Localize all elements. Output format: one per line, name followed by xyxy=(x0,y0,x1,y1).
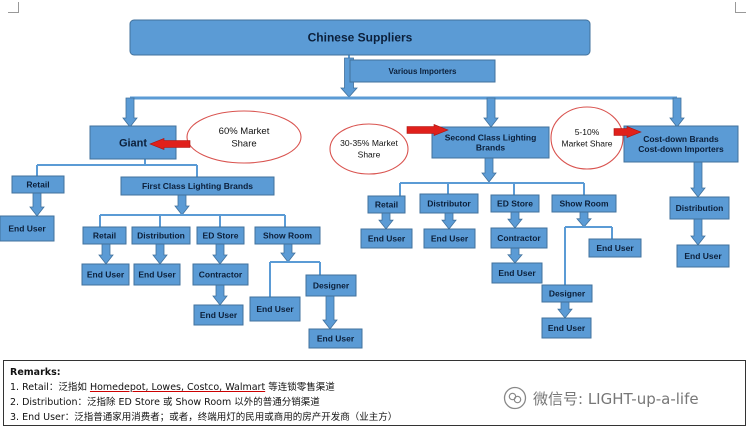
second-class-contractor-end-user-node: End User xyxy=(491,262,543,284)
second-class-show-room-node-label: Show Room xyxy=(559,198,609,208)
first-class-contractor-node-label: Contractor xyxy=(199,269,243,279)
second-class-show-room-end-user-node: End User xyxy=(588,238,642,258)
first-class-ed-store-node-label: ED Store xyxy=(203,230,239,240)
first-class-show-room-node-label: Show Room xyxy=(263,230,313,240)
wechat-id: 微信号: LIGHT-up-a-life xyxy=(533,389,699,408)
first-class-distribution-end-user-node-label: End User xyxy=(138,269,176,279)
second-class-distributor-node-label: Distributor xyxy=(427,198,471,208)
giant-end-user-node-label: End User xyxy=(8,223,46,233)
first-class-contractor-node: Contractor xyxy=(192,263,249,286)
second-class-show-room-end-user-node-label: End User xyxy=(596,243,634,253)
cost-down-end-user-node: End User xyxy=(676,244,730,268)
second-class-contractor-node: Contractor xyxy=(490,227,548,249)
remarks-box: Remarks: 1. Retail：泛指如 Homedepot, Lowes,… xyxy=(3,360,746,426)
remark-retail-prefix: 1. Retail：泛指如 xyxy=(10,382,90,393)
second-class-retail-node: Retail xyxy=(367,195,406,214)
remark-end-user: 3. End User：泛指普通家用消费者；或者，终端用灯的民用或商用的房产开发… xyxy=(10,412,398,423)
first-class-retail-end-user-node: End User xyxy=(81,263,130,286)
first-class-brands-node: First Class Lighting Brands xyxy=(120,176,275,196)
second-class-contractor-end-user-node-label: End User xyxy=(498,268,536,278)
giant-end-user-node: End User xyxy=(0,215,55,242)
first-class-designer-node-label: Designer xyxy=(313,280,350,290)
second-class-designer-node: Designer xyxy=(541,284,593,303)
page-corner-mark xyxy=(735,2,746,13)
connectors xyxy=(29,55,706,330)
first-class-show-room-node: Show Room xyxy=(254,226,321,245)
remarks-title: Remarks: xyxy=(10,367,61,378)
first-class-retail-node: Retail xyxy=(82,226,127,245)
first-class-designer-end-user-node-label: End User xyxy=(317,333,355,343)
share-arrow xyxy=(613,126,642,138)
first-class-designer-end-user-node: End User xyxy=(308,328,363,349)
second-class-show-room-node: Show Room xyxy=(551,194,617,213)
second-class-contractor-node-label: Contractor xyxy=(497,233,541,243)
second-class-retail-end-user-node-label: End User xyxy=(368,233,406,243)
cost-down-end-user-node-label: End User xyxy=(684,251,722,261)
second-class-designer-end-user-node-label: End User xyxy=(548,323,586,333)
remark-retail-names: Homedepot, Lowes, Costco, Walmart xyxy=(89,382,266,393)
page-corner-mark xyxy=(8,2,19,13)
chinese-suppliers-node: Chinese Suppliers xyxy=(129,19,591,56)
giant-node-label: Giant xyxy=(119,137,147,149)
second-class-ed-store-node-label: ED Store xyxy=(497,198,533,208)
wechat-watermark: 微信号: LIGHT-up-a-life xyxy=(503,386,699,410)
first-class-brands-node-label: First Class Lighting Brands xyxy=(142,181,253,191)
first-class-distribution-end-user-node: End User xyxy=(133,263,181,286)
first-class-designer-node: Designer xyxy=(305,274,357,297)
first-class-contractor-end-user-node: End User xyxy=(193,304,244,326)
wechat-icon xyxy=(503,386,527,410)
first-class-retail-node-label: Retail xyxy=(93,230,116,240)
remark-retail-suffix: 等连锁零售渠道 xyxy=(265,382,335,393)
second-class-retail-end-user-node: End User xyxy=(360,228,413,249)
second-class-retail-node-label: Retail xyxy=(375,199,398,209)
first-class-show-room-end-user-node: End User xyxy=(249,296,301,322)
chinese-suppliers-node-label: Chinese Suppliers xyxy=(308,31,413,45)
second-class-ed-store-node: ED Store xyxy=(490,194,540,213)
second-class-designer-node-label: Designer xyxy=(549,288,586,298)
first-class-retail-end-user-node-label: End User xyxy=(87,269,125,279)
first-class-distribution-node-label: Distribution xyxy=(137,230,185,240)
share-arrow xyxy=(149,138,191,150)
cost-down-market-share: 5-10%Market Share xyxy=(550,106,624,170)
cost-down-distribution-node-label: Distribution xyxy=(676,203,724,213)
first-class-show-room-end-user-node-label: End User xyxy=(256,304,294,314)
second-class-distributor-end-user-node-label: End User xyxy=(431,233,469,243)
first-class-ed-store-node: ED Store xyxy=(196,226,245,245)
remark-distribution: 2. Distribution：泛指除 ED Store 或 Show Room… xyxy=(10,397,320,408)
giant-retail-node: Retail xyxy=(11,175,65,194)
first-class-contractor-end-user-node-label: End User xyxy=(200,310,238,320)
giant-retail-node-label: Retail xyxy=(26,179,49,189)
second-class-distributor-node: Distributor xyxy=(419,193,479,214)
cost-down-distribution-node: Distribution xyxy=(669,196,730,220)
share-arrow xyxy=(406,124,449,136)
cost-down-market-share-label: 5-10%Market Share xyxy=(561,127,612,148)
second-class-designer-end-user-node: End User xyxy=(541,317,592,339)
second-class-distributor-end-user-node: End User xyxy=(423,228,476,249)
various-importers-node-label: Various Importers xyxy=(388,67,457,76)
first-class-distribution-node: Distribution xyxy=(131,226,191,245)
various-importers-node: Various Importers xyxy=(349,59,496,83)
remark-retail: 1. Retail：泛指如 Homedepot, Lowes, Costco, … xyxy=(10,380,739,395)
